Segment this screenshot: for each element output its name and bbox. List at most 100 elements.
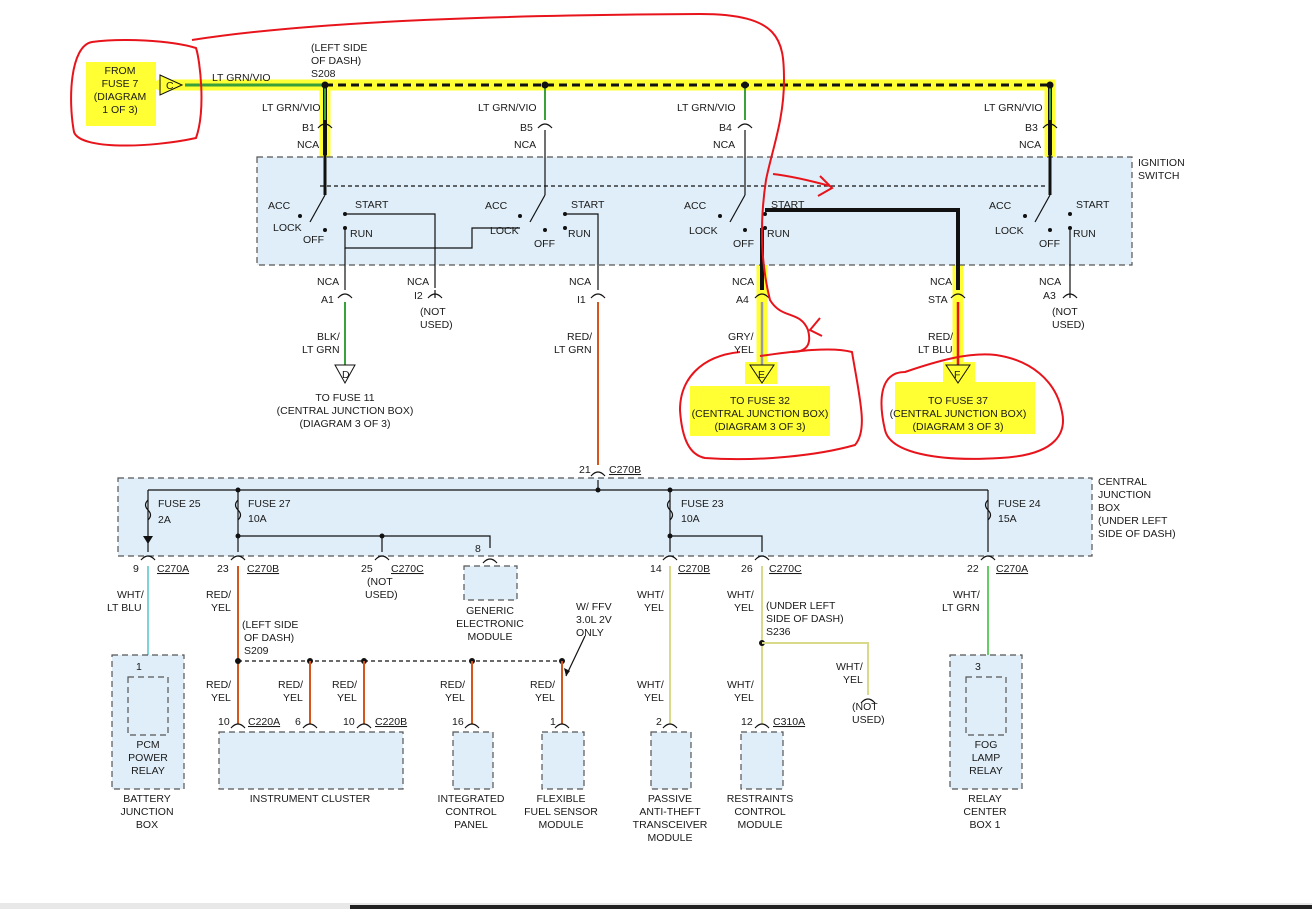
wire-wht-yel-14-1: WHT/ [637,589,664,601]
fuse-27-rating: 10A [248,513,267,525]
modules [111,654,1023,790]
not-used-i2-line2: USED) [420,319,453,331]
cjb-line2: JUNCTION [1098,489,1151,501]
nca-sta: NCA [930,276,952,288]
from-fuse-line3: (DIAGRAM [94,91,147,103]
gem-line3: MODULE [468,631,513,643]
start-2: START [571,199,605,211]
pin-2: 2 [656,716,662,728]
nca-a4: NCA [732,276,754,288]
connector-e-label: E [758,369,765,381]
rcm-line1: RESTRAINTS [727,793,794,805]
wire-red-yel-d-1: RED/ [440,679,465,691]
wire-wht-yel-s236-1: WHT/ [836,661,863,673]
fuse-27-name: FUSE 27 [248,498,291,510]
splice-s208-line2: OF DASH) [311,55,361,67]
not-used-25-line2: USED) [365,589,398,601]
horizontal-scrollbar[interactable] [350,905,1312,909]
c270b-right: C270B [678,563,710,575]
generic-electronic-module [463,565,518,601]
lock-4: LOCK [995,225,1024,237]
to-fuse-11-line1: TO FUSE 11 [315,392,374,404]
ffsm-line2: FUEL SENSOR [524,806,598,818]
not-used-s236-line1: (NOT [852,701,878,713]
battery-jb-line3: BOX [136,819,158,831]
to-fuse-11-line2: (CENTRAL JUNCTION BOX) [277,405,414,417]
fuse-25-name: FUSE 25 [158,498,201,510]
off-1: OFF [303,234,324,246]
run-2: RUN [568,228,591,240]
off-4: OFF [1039,238,1060,250]
wire-wht-yel-s236-2: YEL [843,674,863,686]
ignition-switch-line2: SWITCH [1138,170,1179,182]
wire-wht-yel-14-2: YEL [644,602,664,614]
wire-color-lt-grn-vio: LT GRN/VIO [212,72,271,84]
wire-wht-yel-rcm-1: WHT/ [727,679,754,691]
icp-line2: CONTROL [445,806,496,818]
cjb-line5: SIDE OF DASH) [1098,528,1176,540]
fuse-23-rating: 10A [681,513,700,525]
switch-contacts [298,185,1072,290]
wire-red-yel-e-1: RED/ [530,679,555,691]
c270a-left: C270A [157,563,189,575]
connector-e-icon [749,364,775,384]
to-fuse-37-line3: (DIAGRAM 3 OF 3) [912,421,1003,433]
nca-a1: NCA [317,276,339,288]
to-fuse-32-line1: TO FUSE 32 [730,395,790,407]
lower-wiring [140,566,996,729]
c220a: C220A [248,716,280,728]
central-junction-box [117,477,1093,557]
pin-12: 12 [741,716,753,728]
wire-wht-yel-rcm-2: YEL [734,692,754,704]
c270b-left: C270B [247,563,279,575]
c270a-right: C270A [996,563,1028,575]
rcb-line1: RELAY [968,793,1002,805]
to-fuse-32-line2: (CENTRAL JUNCTION BOX) [692,408,829,420]
s209-line3: S209 [244,645,269,657]
pin-25: 25 [361,563,373,575]
pin-b4: B4 [719,122,732,134]
wire-red-yel-27-1: RED/ [206,589,231,601]
wire-wht-yel-pats-1: WHT/ [637,679,664,691]
pin-3-fog: 3 [975,661,981,673]
off-3: OFF [733,238,754,250]
icp-line3: PANEL [454,819,488,831]
junction-internals [140,471,996,561]
pin-sta: STA [928,294,948,306]
c220b: C220B [375,716,407,728]
fuse-24-rating: 15A [998,513,1017,525]
pin-26: 26 [741,563,753,575]
connector-f-label: F [954,369,960,381]
wire-red-lt-blu-1: RED/ [928,331,953,343]
not-used-a3-line1: (NOT [1052,306,1078,318]
pats-line1: PASSIVE [648,793,692,805]
pcm-relay-line3: RELAY [131,765,165,777]
splice-s208-line3: S208 [311,68,336,80]
battery-jb-line2: JUNCTION [120,806,173,818]
connector-d-icon [334,364,356,385]
pin-1-ffsm: 1 [550,716,556,728]
instrument-cluster-label: INSTRUMENT CLUSTER [250,793,371,805]
wire-red-yel-c-1: RED/ [332,679,357,691]
start-4: START [1076,199,1110,211]
nca-i1: NCA [569,276,591,288]
not-used-a3-line2: USED) [1052,319,1085,331]
fog-relay-line1: FOG [975,739,998,751]
nca-i2: NCA [407,276,429,288]
wire-red-yel-d-2: YEL [445,692,465,704]
pin-i1: I1 [577,294,586,306]
wire-wht-yel-26-2: YEL [734,602,754,614]
pin-14: 14 [650,563,662,575]
wire-color-b4: LT GRN/VIO [677,102,736,114]
to-fuse-32-line3: (DIAGRAM 3 OF 3) [714,421,805,433]
gem-line2: ELECTRONIC [456,618,524,630]
from-fuse-line2: FUSE 7 [102,78,139,90]
wire-gry-yel-2: YEL [734,344,754,356]
top-bus [185,81,1058,195]
from-fuse-line4: 1 OF 3) [102,104,138,116]
icp-line1: INTEGRATED [438,793,505,805]
acc-3: ACC [684,200,707,212]
from-fuse-line1: FROM [105,65,136,77]
nca-b3: NCA [1019,139,1041,151]
